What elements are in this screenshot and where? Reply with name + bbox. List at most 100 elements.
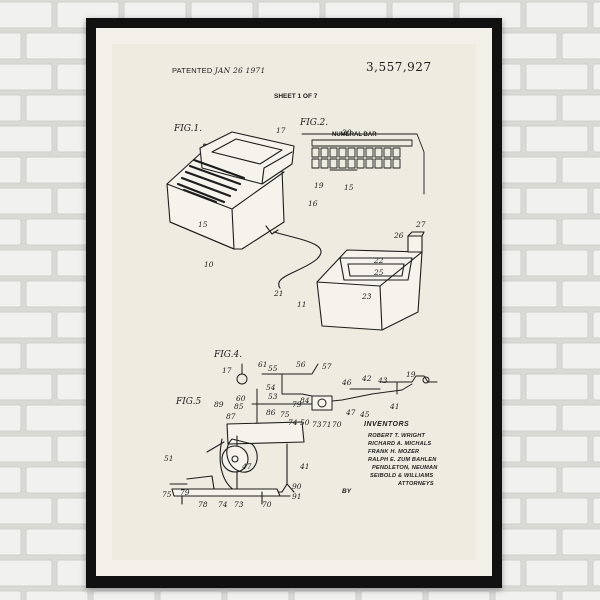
brick [561,342,600,370]
sheet-label: SHEET 1 OF 7 [274,93,318,100]
brick [592,559,600,587]
brick [0,1,53,29]
brick [525,435,589,463]
fig1-label: FIG.1. [174,124,203,134]
ref-90: 90 [292,482,302,491]
brick [561,156,600,184]
brick [25,218,89,246]
brick [0,342,22,370]
brick [25,404,89,432]
brick [525,249,589,277]
ref-15b: 15 [344,183,354,192]
ref-26: 26 [394,231,404,240]
brick [0,187,53,215]
ref-47b: 47 [242,462,252,471]
brick [494,590,558,600]
brick [592,125,600,153]
patented-date: PATENTED JAN 26 1971 [172,66,266,75]
brick [0,94,22,122]
inventor-name: FRANK H. MOZER [368,449,420,455]
ref-79b: 79 [180,488,190,497]
attorneys-label: ATTORNEYS [398,481,434,487]
ref-75b: 75 [162,490,172,499]
fig1-recorder-box [316,231,425,331]
ref-75: 75 [280,410,290,419]
brick [592,63,600,91]
numeral-bar-label: NUMERAL BAR [332,132,377,138]
ref-25: 25 [374,268,384,277]
ref-17b: 17 [222,366,232,375]
ref-42: 42 [362,374,372,383]
ref-70b: 70 [262,500,272,509]
brick [0,156,22,184]
ref-54: 54 [266,383,276,392]
ref-74b: 74 [218,500,228,509]
brick [25,466,89,494]
brick [0,63,53,91]
brick [525,373,589,401]
brick [360,590,424,600]
ref-16: 16 [308,199,318,208]
brick [0,559,53,587]
brick [0,280,22,308]
brick [293,590,357,600]
brick [0,466,22,494]
brick [561,528,600,556]
brick [25,342,89,370]
ref-89: 89 [214,400,224,409]
brick [525,559,589,587]
attorney-name: PENDLETON, NEUMAN [372,465,438,471]
brick [592,187,600,215]
brick [592,311,600,339]
brick [525,311,589,339]
brick [494,528,558,556]
fig4-label: FIG.4. [214,350,243,360]
ref-56: 56 [296,360,306,369]
ref-23: 23 [362,292,372,301]
brick [0,125,53,153]
brick [592,435,600,463]
brick [25,94,89,122]
brick [0,528,22,556]
fig2-numeral-bar [301,133,425,195]
ref-50: 50 [300,418,310,427]
brick [494,466,558,494]
fig2-label: FIG.2. [300,118,329,128]
ref-17: 17 [276,126,286,135]
patent-drawing-sheet: PATENTED JAN 26 1971 3,557,927 SHEET 1 O… [112,44,476,560]
brick [0,32,22,60]
brick [561,466,600,494]
brick [494,218,558,246]
brick [525,497,589,525]
ref-71: 71 [322,420,332,429]
ref-20: 20 [342,128,352,137]
fig4-mechanism [236,363,438,425]
brick [427,590,491,600]
ref-53: 53 [268,392,278,401]
inventors-heading: INVENTORS [364,421,410,428]
ref-79: 79 [292,400,302,409]
brick [25,32,89,60]
brick [0,435,53,463]
brick [92,590,156,600]
inventor-name: RALPH E. ZUM BAHLEN [368,457,437,463]
ref-73: 73 [312,420,322,429]
brick [494,404,558,432]
brick [592,497,600,525]
brick [0,249,53,277]
ref-74: 74 [288,418,298,427]
brick [561,94,600,122]
brick [159,590,223,600]
ref-78: 78 [198,500,208,509]
ref-10: 10 [204,260,214,269]
ref-46: 46 [342,378,352,387]
ref-41b: 41 [300,462,310,471]
ref-22: 22 [374,256,384,265]
fig1-stenotype-machine [166,131,322,289]
ref-60: 60 [236,394,246,403]
fig5-label: FIG.5 [176,397,202,407]
inventor-name: RICHARD A. MICHALS [368,441,432,447]
brick [0,590,22,600]
brick [525,63,589,91]
by-label: BY [342,488,352,495]
